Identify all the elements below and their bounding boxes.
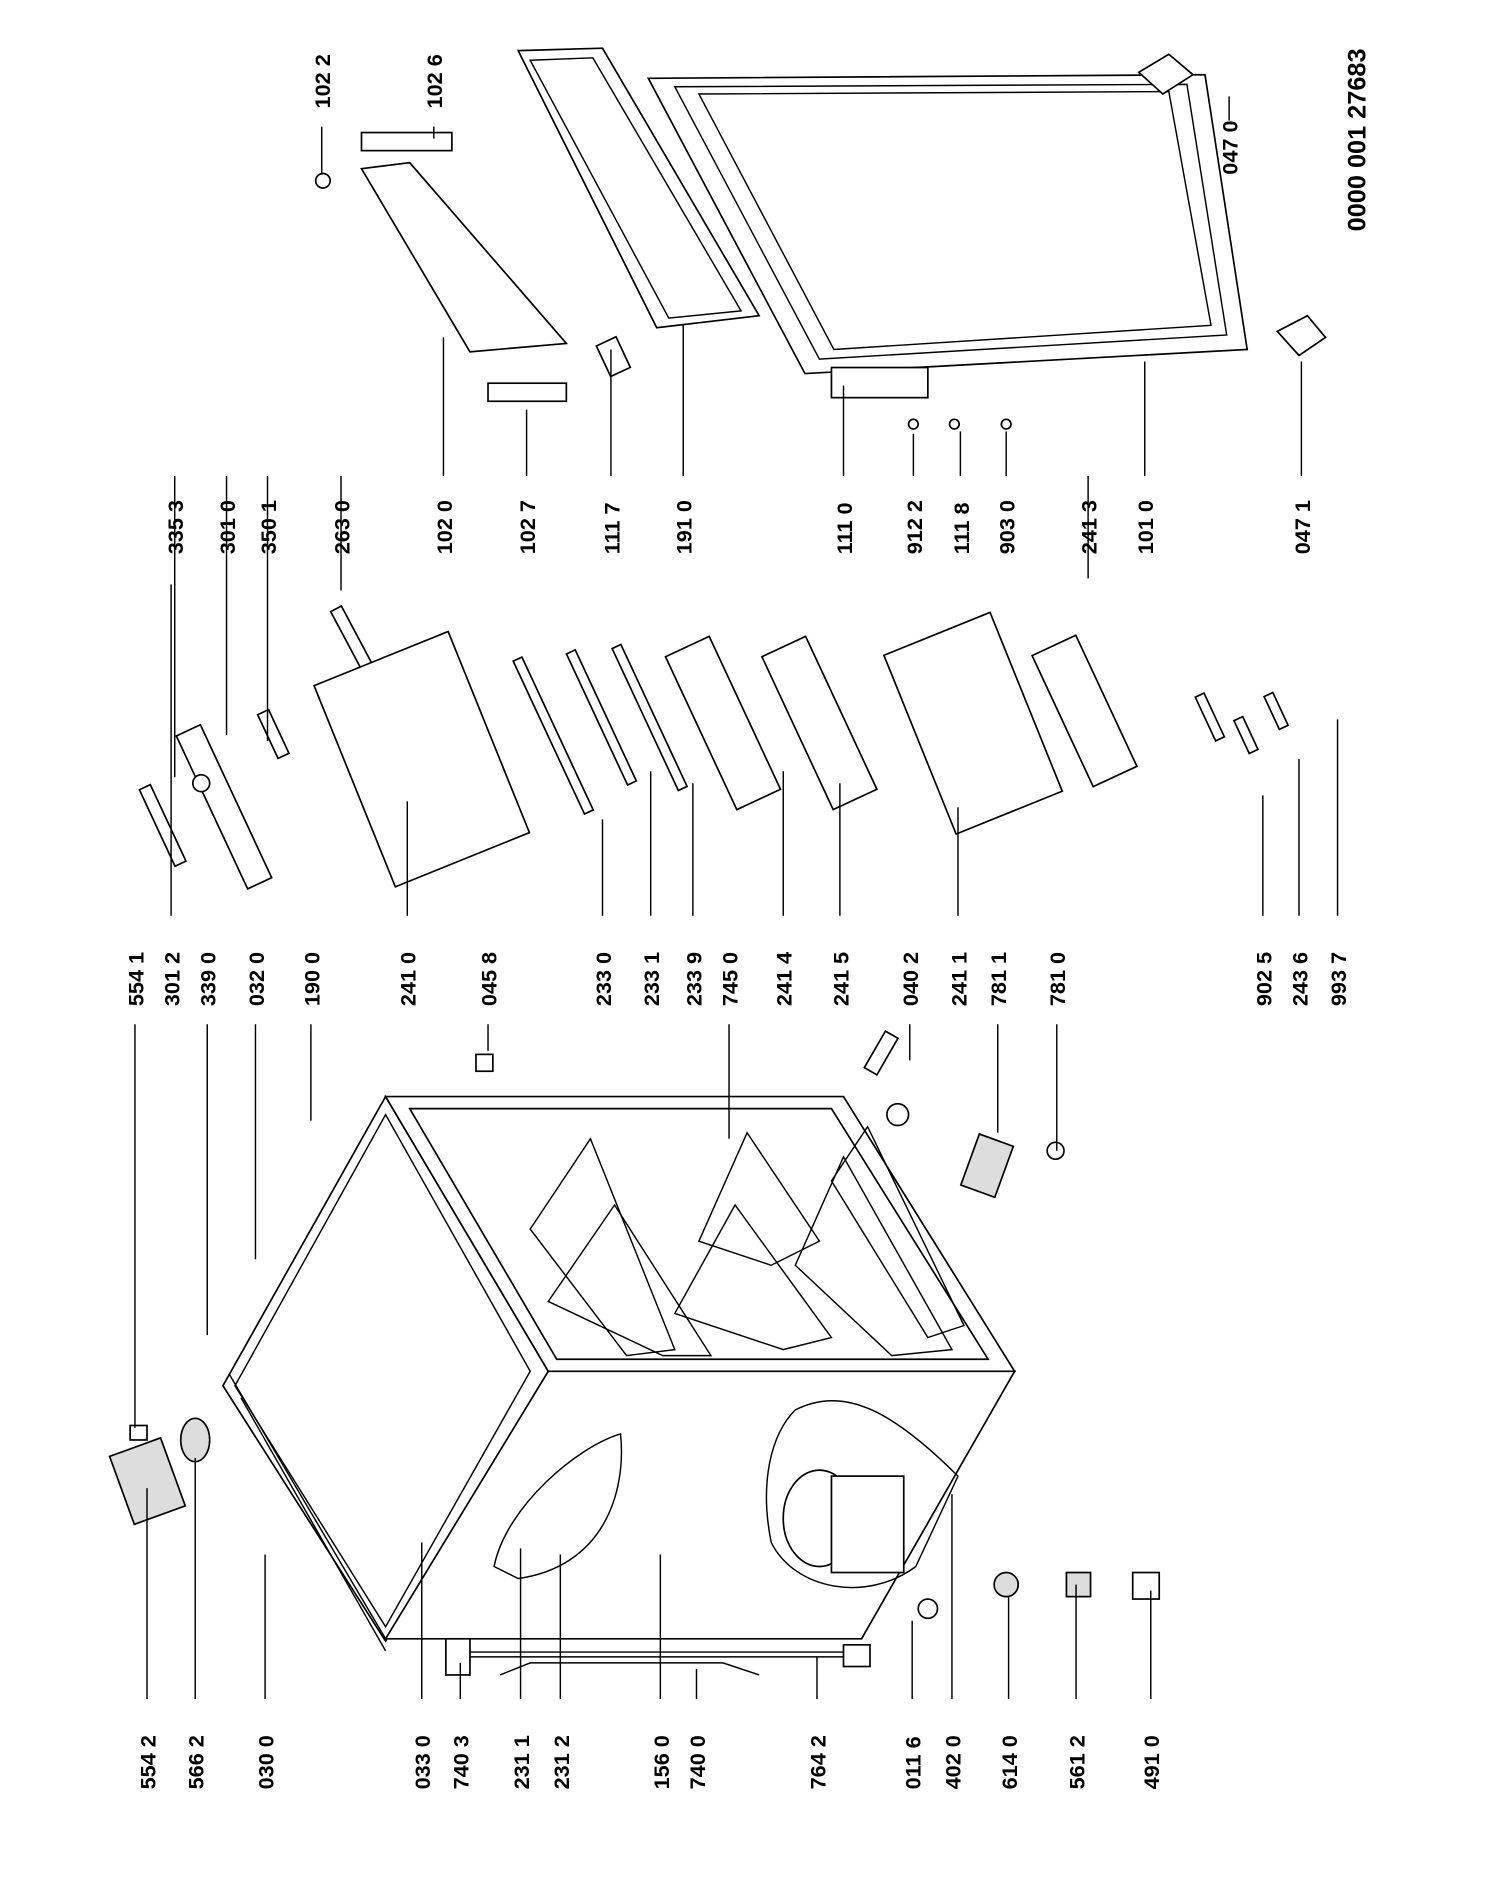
part-label: 491 0 <box>1139 1735 1164 1789</box>
part-label: 745 0 <box>717 952 742 1006</box>
part-label: 111 7 <box>599 502 624 554</box>
part-label: 011 6 <box>901 1736 926 1789</box>
part-label: 032 0 <box>244 952 269 1006</box>
part-label: 233 0 <box>591 952 616 1006</box>
compressor <box>765 1400 959 1589</box>
part-label: 781 0 <box>1045 952 1070 1006</box>
part-label: 781 1 <box>986 952 1011 1006</box>
part-label: 111 0 <box>832 502 857 554</box>
part-label: 047 0 <box>1218 120 1243 174</box>
upper-parts <box>138 604 1290 891</box>
part-label: 191 0 <box>672 500 697 554</box>
part-label: 241 5 <box>828 952 853 1006</box>
part-554-2 <box>108 1436 187 1526</box>
part-label: 102 6 <box>422 54 447 108</box>
part-label: 402 0 <box>940 1735 965 1789</box>
part-label: 554 1 <box>123 952 148 1006</box>
part-label: 040 2 <box>898 952 923 1006</box>
part-labels: 554 2 566 2 030 0 033 0 740 3 231 1 231 2 156 0… <box>123 54 1351 1789</box>
part-label: 241 0 <box>396 952 421 1006</box>
part-label: 156 0 <box>649 1735 674 1789</box>
drawing-number: 0000 001 27683 <box>1343 48 1371 231</box>
part-label: 231 2 <box>549 1735 574 1789</box>
part-label: 764 2 <box>805 1735 830 1789</box>
part-label: 111 8 <box>949 502 974 554</box>
part-label: 993 7 <box>1326 952 1351 1006</box>
part-label: 740 0 <box>685 1735 710 1789</box>
part-label: 243 6 <box>1287 952 1312 1006</box>
part-554-1 <box>129 1424 148 1441</box>
part-label: 241 4 <box>772 952 797 1006</box>
part-label: 301 0 <box>215 500 240 554</box>
part-label: 912 2 <box>902 500 927 554</box>
part-label: 030 0 <box>254 1735 279 1789</box>
part-label: 233 1 <box>639 952 664 1006</box>
part-label: 561 2 <box>1065 1735 1090 1789</box>
part-label: 045 8 <box>476 952 501 1006</box>
part-label: 241 1 <box>946 952 971 1006</box>
part-label: 241 3 <box>1077 500 1102 554</box>
part-label: 190 0 <box>299 952 324 1006</box>
part-label: 614 0 <box>997 1735 1022 1789</box>
part-label: 231 1 <box>509 1735 534 1789</box>
parts-artwork: 554 2 566 2 030 0 033 0 740 3 231 1 231 2 156 0… <box>108 47 1371 1789</box>
part-label: 335 3 <box>163 500 188 554</box>
part-label: 233 9 <box>681 952 706 1006</box>
part-label: 101 0 <box>1133 500 1158 554</box>
part-label: 350 1 <box>256 500 281 554</box>
door-assembly <box>314 47 1327 430</box>
part-label: 339 0 <box>196 952 221 1006</box>
part-566-2 <box>179 1417 211 1463</box>
part-label: 102 2 <box>310 54 335 108</box>
part-label: 740 3 <box>449 1735 474 1789</box>
part-label: 566 2 <box>184 1735 209 1789</box>
part-label: 902 5 <box>1251 952 1276 1006</box>
part-label: 102 7 <box>515 500 540 554</box>
part-764-2 <box>842 1643 871 1668</box>
cabinet-shelves <box>529 1125 966 1357</box>
part-label: 047 1 <box>1290 500 1315 554</box>
part-label: 554 2 <box>135 1735 160 1789</box>
part-label: 263 0 <box>329 500 354 554</box>
thermostat-area <box>493 1433 623 1580</box>
part-label: 903 0 <box>995 500 1020 554</box>
part-label: 033 0 <box>410 1735 435 1789</box>
part-740-3 <box>445 1637 471 1676</box>
part-label: 301 2 <box>160 952 185 1006</box>
part-label: 102 0 <box>432 500 457 554</box>
